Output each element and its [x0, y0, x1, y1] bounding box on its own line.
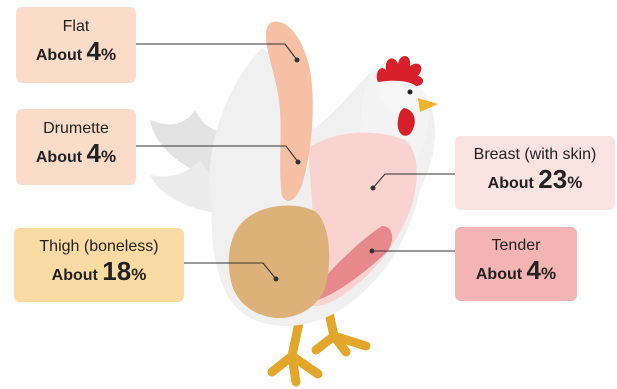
- chicken-eye: [408, 90, 413, 95]
- label-drumette-about: About: [36, 149, 82, 166]
- label-drumette-name: Drumette: [16, 119, 136, 139]
- label-breast-name: Breast (with skin): [455, 145, 615, 165]
- label-flat-name: Flat: [16, 17, 136, 37]
- leader-breast-dot: [371, 186, 376, 191]
- label-breast-value: 23: [538, 164, 567, 194]
- cut-thigh: [229, 206, 329, 318]
- label-breast-about: About: [488, 175, 534, 192]
- leader-thigh-dot: [274, 277, 279, 282]
- label-tender-name: Tender: [455, 236, 577, 256]
- label-drumette-value: 4: [87, 138, 101, 168]
- label-thigh-name: Thigh (boneless): [14, 237, 184, 257]
- label-tender-about: About: [476, 266, 522, 283]
- label-tender-unit: %: [541, 264, 556, 283]
- label-flat-unit: %: [101, 45, 116, 64]
- leader-flat-dot: [295, 58, 300, 63]
- leader-tender-dot: [370, 249, 375, 254]
- label-drumette: Drumette About 4%: [16, 109, 136, 185]
- label-flat-value: 4: [87, 36, 101, 66]
- label-thigh: Thigh (boneless) About 18%: [14, 228, 184, 302]
- label-tender-amount: About 4%: [455, 256, 577, 289]
- right-leg: [272, 318, 318, 382]
- label-tender: Tender About 4%: [455, 227, 577, 301]
- label-thigh-value: 18: [102, 256, 131, 286]
- label-breast: Breast (with skin) About 23%: [455, 136, 615, 210]
- label-tender-value: 4: [527, 255, 541, 285]
- label-drumette-amount: About 4%: [16, 139, 136, 172]
- label-breast-unit: %: [567, 173, 582, 192]
- label-flat: Flat About 4%: [16, 7, 136, 83]
- label-drumette-unit: %: [101, 147, 116, 166]
- label-flat-about: About: [36, 47, 82, 64]
- label-thigh-unit: %: [131, 265, 146, 284]
- leader-drumette-dot: [296, 160, 301, 165]
- label-thigh-about: About: [52, 267, 98, 284]
- label-breast-amount: About 23%: [455, 165, 615, 198]
- label-flat-amount: About 4%: [16, 37, 136, 70]
- label-thigh-amount: About 18%: [14, 257, 184, 290]
